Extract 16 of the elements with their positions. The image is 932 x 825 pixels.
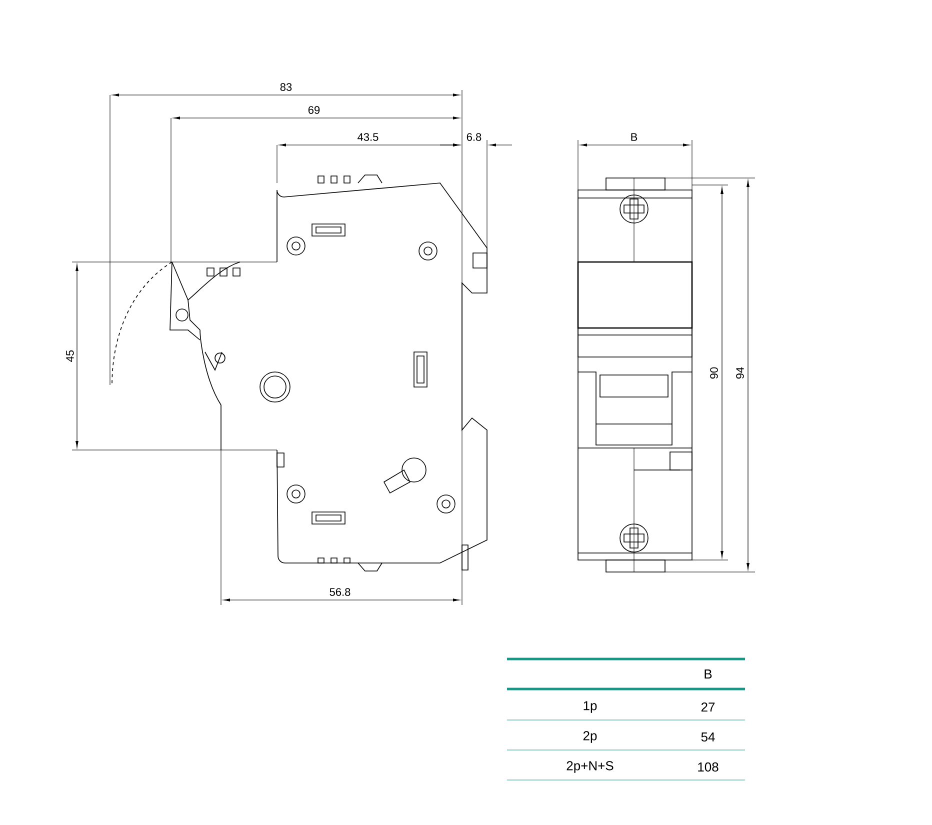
dimension-label: 56.8 (330, 588, 350, 596)
table-header: B (704, 670, 712, 678)
table-cell: 1p (584, 701, 597, 713)
dimension-label: 43.5 (358, 133, 378, 141)
dimension-label: 69 (308, 106, 320, 114)
table-cell: 54 (701, 732, 715, 742)
table-cell: 27 (701, 702, 715, 712)
table-cell: 108 (698, 762, 718, 772)
dimension-label: B (631, 133, 638, 141)
dimension-label: 83 (280, 83, 292, 91)
table-cell: 2p+N+S (566, 761, 614, 773)
dimension-label: 6.8 (466, 133, 482, 141)
dimension-label: 94 (736, 367, 744, 379)
dimension-label: 90 (710, 367, 718, 379)
table-cell: 2p (583, 731, 597, 743)
dimension-label: 45 (66, 350, 74, 362)
